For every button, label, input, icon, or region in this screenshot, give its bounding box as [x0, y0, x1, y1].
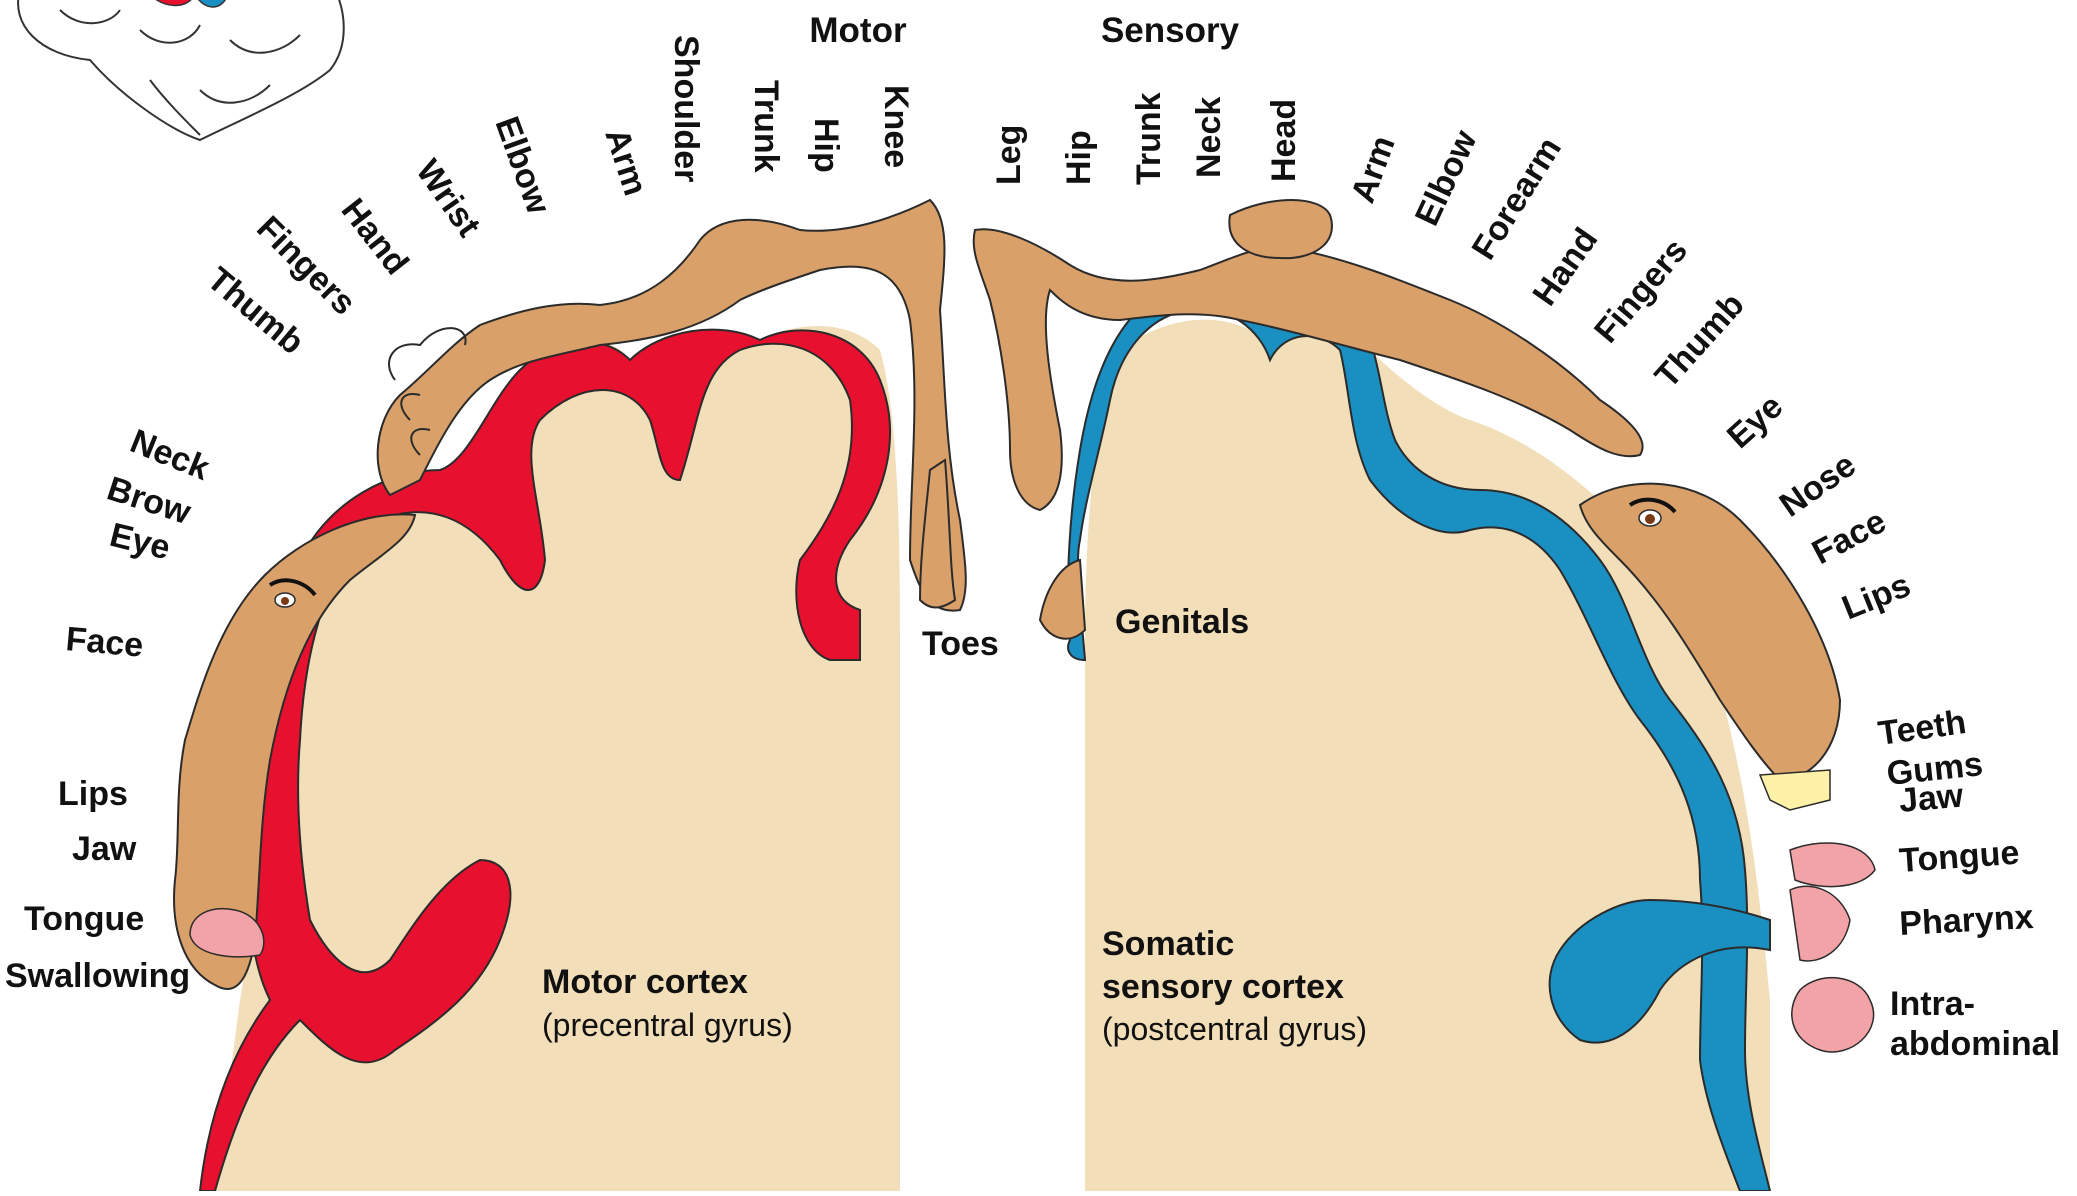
sensory-label-elbow: Elbow: [1408, 124, 1485, 231]
sensory-label-thumb: Thumb: [1648, 286, 1752, 396]
sensory-label-hip: Hip: [1060, 130, 1098, 185]
motor-label-elbow: Elbow: [487, 112, 557, 220]
sensory-header: Sensory: [1101, 11, 1240, 50]
sensory-homunculus-head-bulge: [1229, 200, 1332, 258]
sensory-label-eye: Eye: [1720, 387, 1790, 456]
motor-label-toes: Toes: [922, 625, 999, 663]
motor-label-jaw: Jaw: [72, 830, 137, 868]
sensory-label-fingers: Fingers: [1587, 232, 1695, 351]
motor-label-knee: Knee: [877, 85, 915, 168]
motor-cortex-subtitle: (precentral gyrus): [542, 1007, 793, 1043]
sensory-tongue: [1790, 843, 1875, 887]
sensory-label-arm: Arm: [1344, 131, 1403, 208]
motor-brain-tissue: [215, 326, 900, 1191]
sensory-label-intra: Intra-: [1890, 985, 1975, 1023]
sensory-label-tongue: Tongue: [1898, 834, 2021, 880]
sensory-label-neck: Neck: [1190, 97, 1228, 178]
motor-label-face: Face: [64, 620, 145, 665]
sensory-label-head: Head: [1265, 99, 1303, 182]
motor-label-lips: Lips: [58, 775, 128, 813]
motor-label-trunk: Trunk: [747, 80, 785, 173]
sensory-cortex-subtitle: (postcentral gyrus): [1102, 1011, 1367, 1047]
motor-label-hand: Hand: [334, 192, 416, 282]
motor-label-hip: Hip: [807, 118, 845, 173]
motor-label-tongue: Tongue: [24, 900, 144, 938]
motor-header: Motor: [809, 11, 907, 50]
intra-abdominal-icon: [1792, 978, 1874, 1052]
sensory-label-face: Face: [1806, 502, 1892, 572]
sensory-cortex-title-line2: sensory cortex: [1102, 968, 1344, 1006]
motor-label-swallowing: Swallowing: [5, 957, 190, 995]
motor-cortex-title: Motor cortex: [542, 963, 748, 1001]
sensory-label-trunk: Trunk: [1130, 92, 1168, 185]
motor-label-shoulder: Shoulder: [667, 35, 705, 182]
sensory-label-jaw: Jaw: [1897, 776, 1965, 820]
sensory-label-lips: Lips: [1837, 566, 1916, 627]
sensory-label-teeth: Teeth: [1876, 703, 1969, 753]
sensory-label-hand: Hand: [1525, 221, 1605, 312]
sensory-label-pharynx: Pharynx: [1898, 898, 2034, 943]
sensory-label-abdominal: abdominal: [1890, 1025, 2060, 1063]
sensory-label-leg: Leg: [990, 125, 1028, 185]
sensory-label-forearm: Forearm: [1465, 131, 1569, 267]
sensory-label-genitals: Genitals: [1115, 603, 1249, 641]
sensory-teeth-jaw: [1760, 770, 1830, 810]
sensory-label-nose: Nose: [1773, 446, 1863, 525]
motor-label-wrist: Wrist: [408, 153, 488, 244]
sensory-pharynx: [1790, 886, 1850, 961]
sensory-genitals-foot: [1040, 560, 1085, 639]
sensory-cortex-title-line1: Somatic: [1102, 925, 1234, 963]
motor-label-arm: Arm: [597, 124, 654, 200]
brain-thumbnail-icon: [18, 0, 344, 140]
